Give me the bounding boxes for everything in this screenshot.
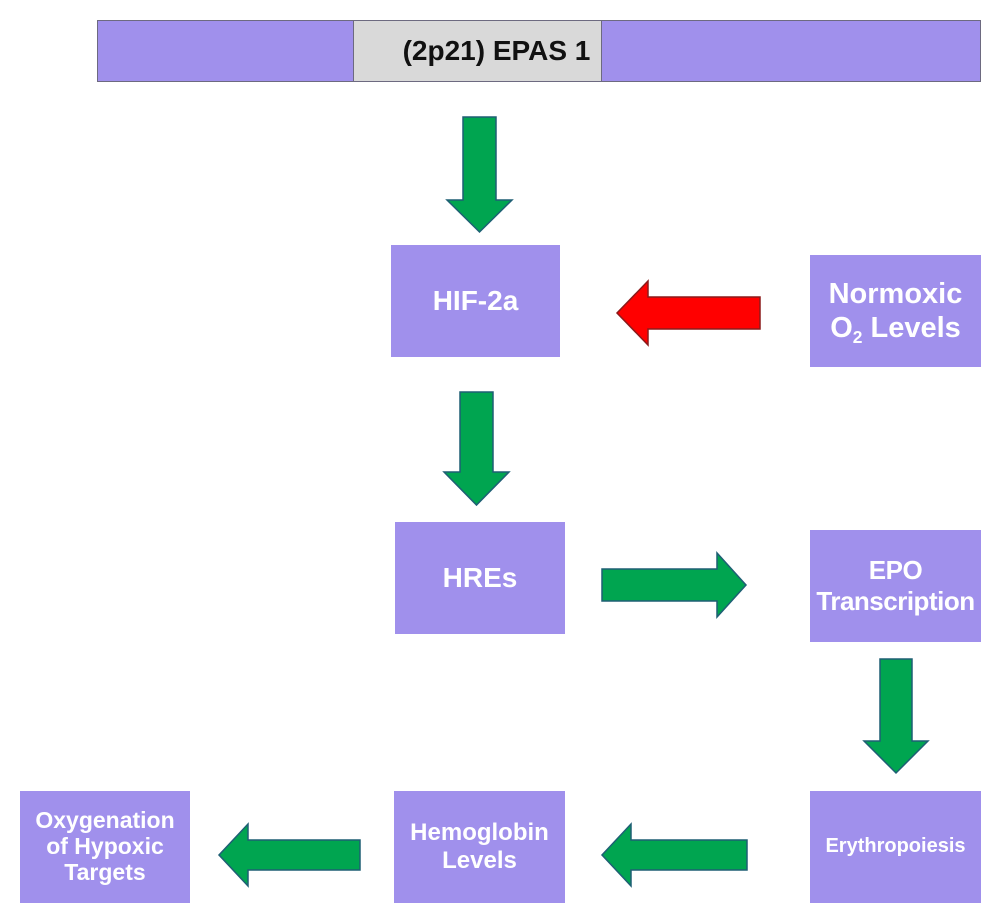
node-oxygenation-line1: Oxygenation — [35, 807, 175, 834]
node-epo-line2: Transcription — [816, 586, 975, 616]
node-normoxic-line1: Normoxic — [828, 277, 963, 310]
node-hemoglobin-levels: Hemoglobin Levels — [394, 791, 565, 903]
node-hres: HREs — [395, 522, 565, 634]
node-oxygenation-line3: Targets — [64, 858, 146, 885]
o2-symbol: O — [830, 312, 853, 344]
node-hif2a-label: HIF-2a — [432, 285, 519, 317]
gene-locus-bar: (2p21) EPAS 1 — [97, 20, 981, 82]
arrow-hres-to-epo — [601, 551, 748, 619]
node-erythropoiesis-label: Erythropoiesis — [825, 835, 966, 858]
node-hemoglobin-line2: Levels — [442, 847, 517, 874]
gene-locus-label: (2p21) EPAS 1 — [354, 21, 602, 81]
arrow-erythropoiesis-to-hemoglobin — [600, 822, 748, 888]
o2-subscript: 2 — [852, 327, 863, 348]
node-hres-label: HREs — [442, 562, 518, 594]
node-erythropoiesis: Erythropoiesis — [810, 791, 981, 903]
arrow-epo-to-erythropoiesis — [862, 658, 930, 775]
levels-word: Levels — [862, 312, 961, 344]
node-normoxic-o2: Normoxic O2 Levels — [810, 255, 981, 367]
arrow-epas1-to-hif2a — [445, 116, 514, 234]
node-hemoglobin-line1: Hemoglobin — [410, 818, 549, 846]
node-epo-line1: EPO — [868, 555, 923, 586]
node-epo-transcription: EPO Transcription — [810, 530, 981, 642]
chromosome-segment-left — [98, 21, 354, 81]
node-oxygenation-line2: of Hypoxic — [46, 833, 164, 860]
node-normoxic-line2: O2 Levels — [830, 311, 961, 348]
chromosome-segment-right — [602, 21, 980, 81]
arrow-hif2a-to-hres — [442, 391, 511, 507]
node-oxygenation: Oxygenation of Hypoxic Targets — [20, 791, 190, 903]
node-hif2a: HIF-2a — [391, 245, 560, 357]
arrow-normoxic-to-hif2a — [615, 279, 761, 347]
arrow-hemoglobin-to-oxygenation — [217, 822, 361, 888]
